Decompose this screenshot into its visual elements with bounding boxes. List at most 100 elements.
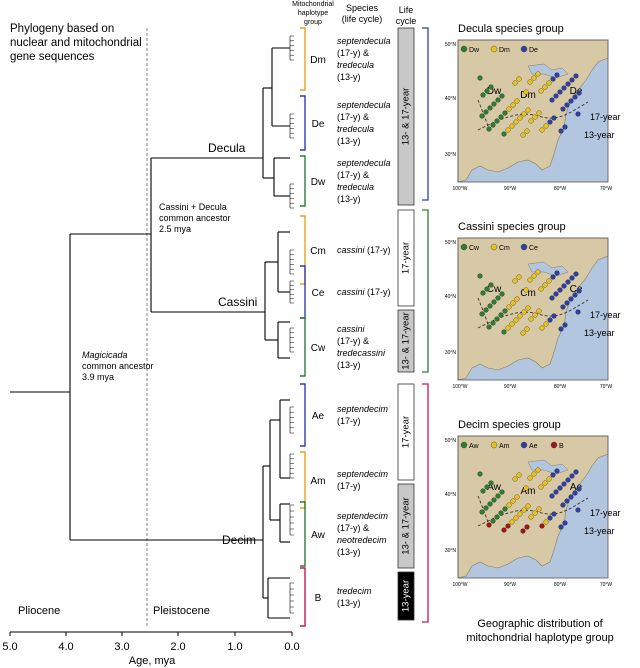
map-region-label: Am — [521, 486, 536, 497]
locality-dot — [499, 291, 505, 297]
locality-dot — [569, 77, 575, 83]
cd-node-label-2: common ancestor — [159, 213, 231, 223]
life-cycle-bar — [397, 27, 415, 206]
col-header-haplotype-1: Mitochondrial — [292, 1, 334, 8]
locality-dot — [572, 490, 578, 496]
map-region-label: Dm — [520, 90, 536, 101]
locality-dot — [547, 515, 553, 521]
locality-dot — [554, 468, 560, 474]
locality-dot — [513, 119, 519, 125]
map-caption-line1: Geographic distribution of — [477, 618, 603, 630]
locality-dot — [505, 523, 511, 529]
map-region-label: Cw — [487, 284, 502, 295]
locality-dot — [510, 300, 516, 306]
legend-swatch — [490, 45, 498, 53]
col-header-species-2: (life cycle) — [342, 14, 383, 24]
locality-dot — [517, 313, 523, 319]
locality-dot — [539, 325, 545, 331]
haplotype-bracket — [300, 501, 306, 567]
locality-dot — [561, 481, 567, 487]
locality-dot — [550, 274, 556, 280]
legend-label: B — [559, 443, 564, 450]
locality-dot — [568, 98, 574, 104]
locality-dot — [523, 287, 529, 293]
zone-13-label: 13-year — [584, 328, 615, 338]
locality-dot — [521, 507, 527, 513]
decula-clade-bracket — [422, 27, 429, 201]
locality-dot — [501, 131, 507, 137]
species-name-line: (13-y) — [337, 360, 361, 370]
map-title: Decim species group — [458, 419, 561, 431]
locality-dot — [477, 471, 483, 477]
map-land — [457, 435, 609, 579]
map-frame — [457, 39, 609, 183]
species-name-line: septendecim — [337, 404, 389, 414]
locality-dot — [531, 273, 537, 279]
locality-dot — [561, 283, 567, 289]
legend-label: Ce — [529, 245, 538, 252]
zone-13-label: 13-year — [584, 526, 615, 536]
latitude-label: 40°N — [445, 96, 457, 102]
locality-dot — [513, 317, 519, 323]
col-header-haplotype-2: haplotype — [298, 10, 328, 17]
locality-dot — [554, 72, 560, 78]
x-tick-label: 3.0 — [114, 641, 129, 653]
root-node-label-1: Magicicada — [82, 350, 128, 360]
locality-dot — [487, 105, 493, 111]
locality-dot — [564, 300, 570, 306]
locality-dot — [565, 477, 571, 483]
locality-dot — [550, 472, 556, 478]
legend-label: Aw — [469, 443, 480, 450]
locality-dot — [525, 305, 531, 311]
life-cycle-label: 13-year — [401, 580, 412, 612]
locality-dot — [509, 123, 515, 129]
locality-dot — [572, 292, 578, 298]
zone-17-label: 17-year — [590, 508, 621, 518]
locality-dot — [479, 113, 485, 119]
species-name-line: (17-y) & — [337, 48, 369, 58]
x-tick-label: 0.0 — [284, 641, 299, 653]
locality-dot — [550, 76, 556, 82]
species-name-line: (13-y) — [337, 547, 361, 557]
locality-dot — [484, 484, 490, 490]
locality-dot — [564, 102, 570, 108]
locality-dot — [532, 510, 538, 516]
locality-dot — [551, 115, 557, 121]
map-region-label: Cm — [520, 288, 536, 299]
longitude-label: 90°W — [504, 384, 517, 390]
locality-dot — [495, 97, 501, 103]
locality-dot — [543, 519, 549, 525]
col-header-haplotype-3: group — [304, 19, 322, 26]
x-axis-label: Age, mya — [129, 655, 176, 667]
locality-dot — [562, 520, 568, 526]
life-cycle-label: 13- & 17-year — [401, 497, 412, 555]
species-name-line: septendecim — [337, 469, 389, 479]
locality-dot — [538, 88, 544, 94]
figure-title-line2: nuclear and mitochondrial — [10, 37, 142, 49]
locality-dot — [553, 93, 559, 99]
locality-dot — [546, 278, 552, 284]
locality-dot — [516, 274, 522, 280]
locality-dot — [576, 90, 582, 96]
latitude-label: 40°N — [445, 492, 457, 498]
leaf-tips — [289, 35, 294, 614]
locality-dot — [502, 506, 508, 512]
locality-dot — [505, 325, 511, 331]
locality-dot — [557, 485, 563, 491]
locality-dot — [547, 119, 553, 125]
locality-dot — [480, 290, 486, 296]
locality-dot — [491, 497, 497, 503]
latitude-label: 40°N — [445, 294, 457, 300]
species-name-line: (13-y) — [337, 194, 361, 204]
longitude-label: 90°W — [504, 582, 517, 588]
locality-dot — [488, 84, 494, 90]
locality-dot — [490, 518, 496, 524]
figure-title-line3: gene sequences — [10, 51, 95, 63]
locality-dot — [514, 296, 520, 302]
locality-dot — [562, 322, 568, 328]
locality-dot — [547, 317, 553, 323]
map-caption-line2: mitochondrial haplotype group — [466, 632, 613, 644]
zone-13-label: 13-year — [584, 130, 615, 140]
locality-dot — [565, 279, 571, 285]
